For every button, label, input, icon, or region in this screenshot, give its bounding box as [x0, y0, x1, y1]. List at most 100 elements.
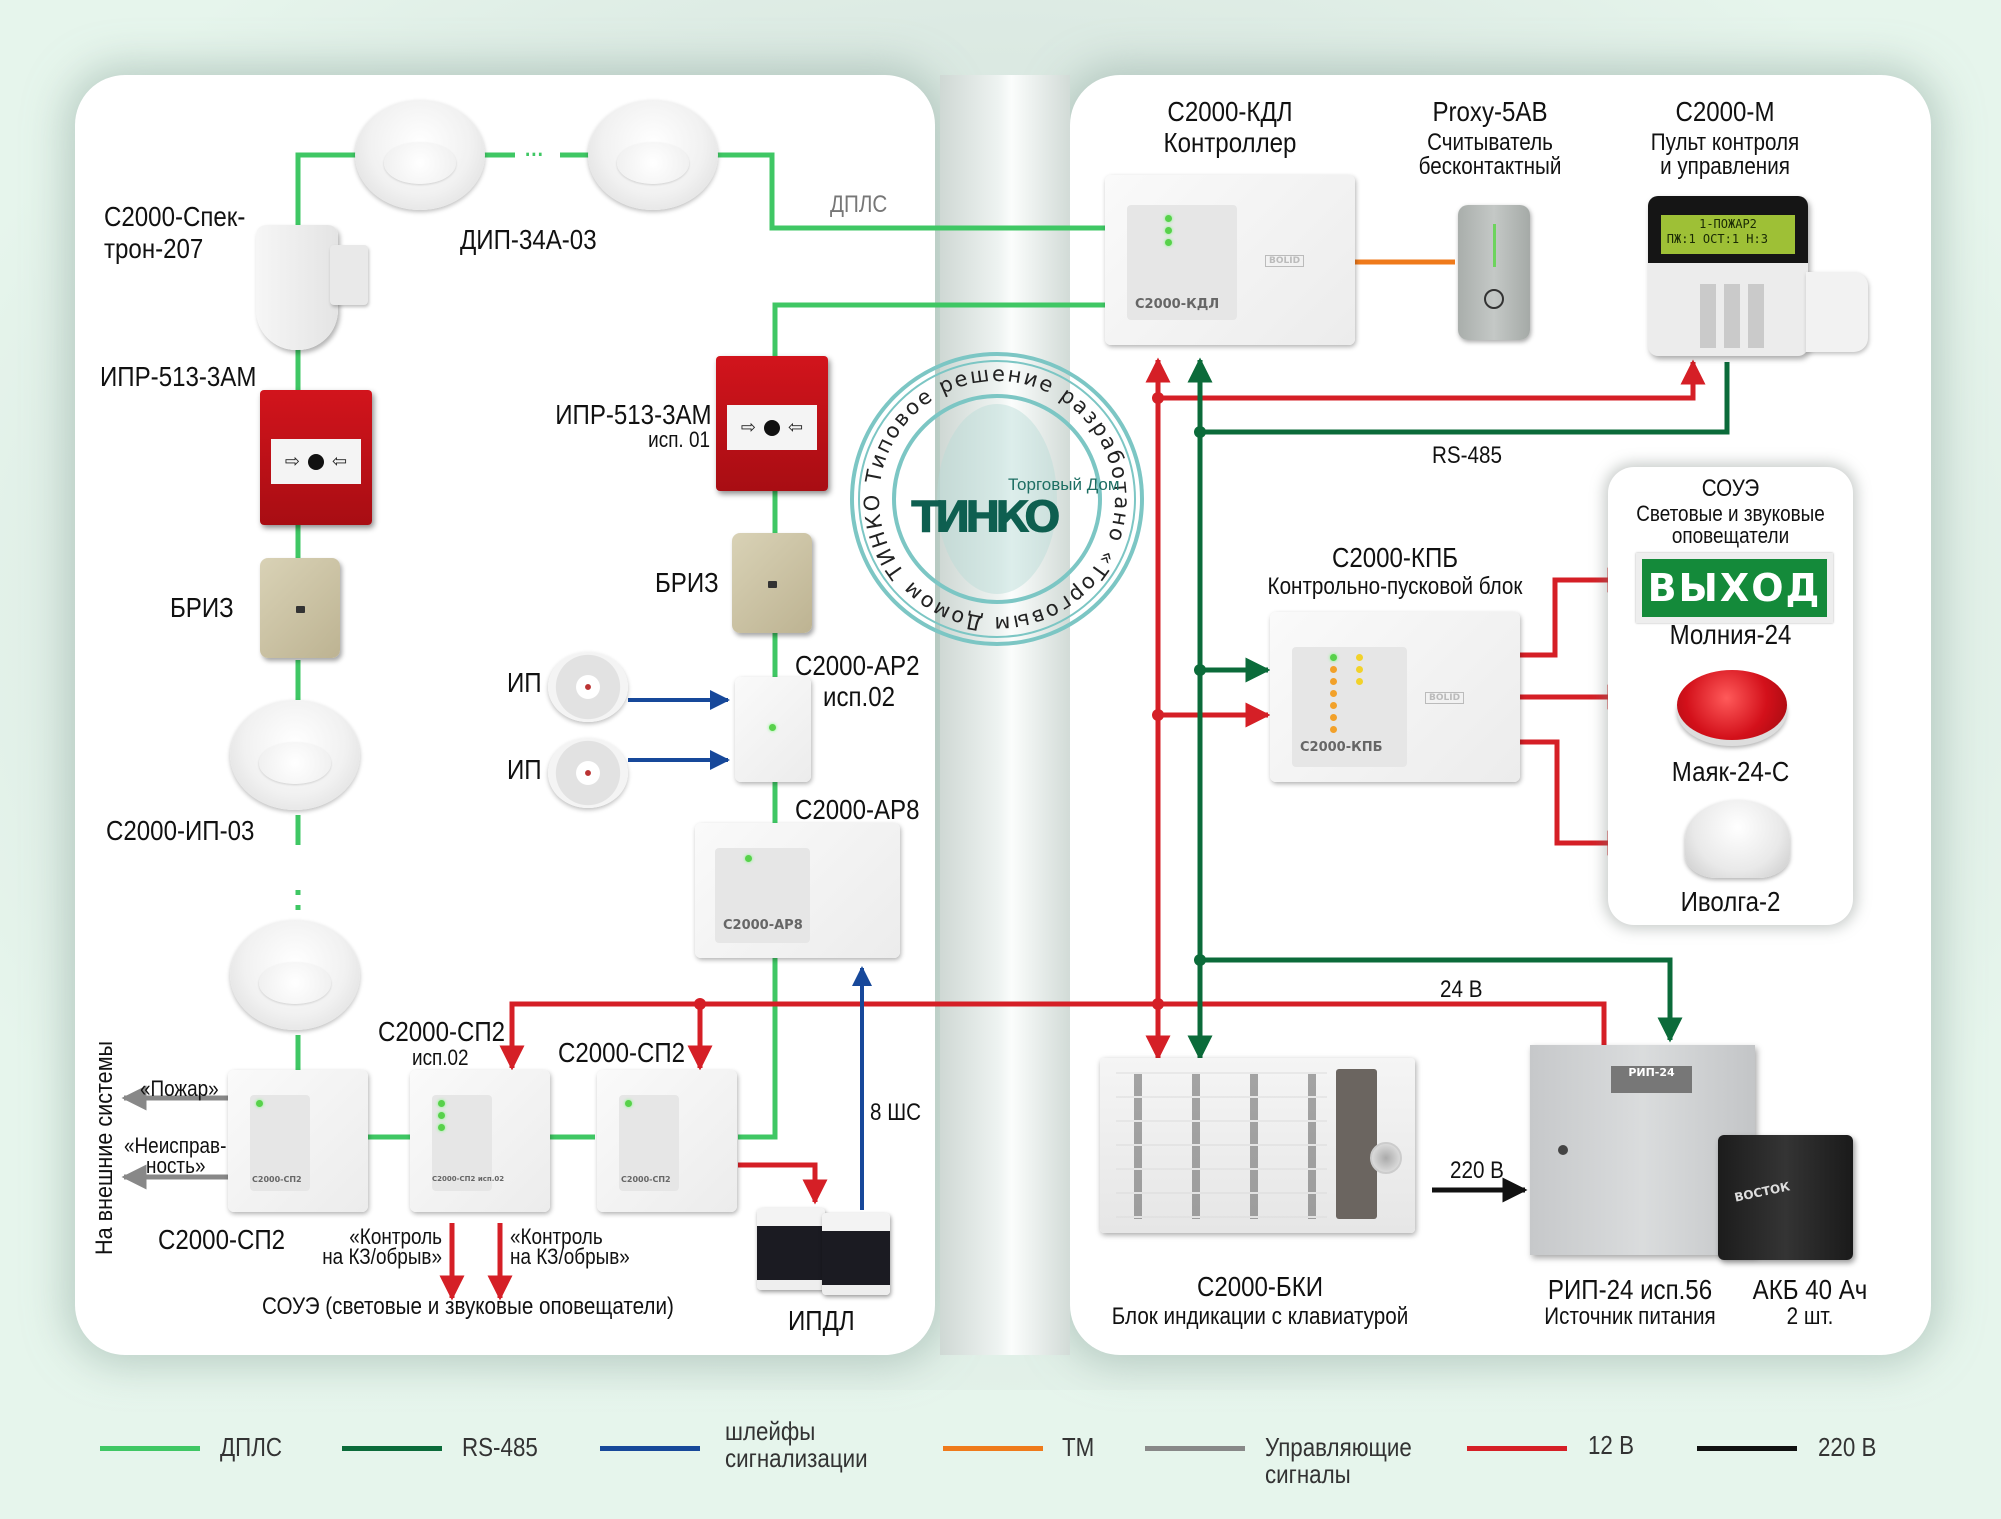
spectron-label-line2: трон-207: [104, 233, 204, 264]
spectron-207-detector: [256, 225, 338, 350]
m-lcd: 1-ПОЖАР2 ПЖ:1 ОСТ:1 Н:3: [1660, 215, 1796, 254]
ipr-513-3am-call-point-2: ⇨⇦: [716, 356, 828, 491]
stamp-outer-ring: [850, 352, 1144, 646]
v220-label: 220 В: [1450, 1157, 1504, 1184]
ipdl-detector-1: [757, 1208, 825, 1290]
ipr-2-label: ИПР-513-3АМ: [555, 399, 712, 430]
sp2-led: [625, 1100, 632, 1107]
ar8-face-label: С2000-АР8: [723, 918, 803, 933]
bki-title: С2000-БКИ: [1196, 1271, 1324, 1302]
kpb-led-3: [1330, 690, 1337, 697]
briz-led: [768, 581, 777, 588]
sp2-led: [256, 1100, 263, 1107]
legend-label-dpls: ДПЛС: [220, 1432, 283, 1462]
m-lcd-line1: 1-ПОЖАР2: [1699, 217, 1757, 232]
tinko-stamp: Типовое решение разработано «Торговым До…: [848, 350, 1144, 646]
briz-isolator-1: [260, 558, 340, 658]
legend-label-loops-1: шлейфы: [725, 1416, 816, 1446]
ip-heat-detector-a: [548, 652, 628, 722]
sp2-face: [250, 1095, 310, 1191]
akb-battery: ВОСТОК: [1718, 1135, 1853, 1260]
spectron-bracket: [330, 245, 368, 305]
button-dot-icon: [764, 419, 780, 436]
stamp-inner-ring: [892, 394, 1102, 604]
reader-ring-icon: [1483, 288, 1504, 309]
stamp-ornament: [937, 404, 1057, 594]
control-1-label-2: на КЗ/обрыв»: [322, 1244, 442, 1269]
legend-label-220v: 220 В: [1818, 1432, 1877, 1462]
ipdl-detector-2: [822, 1213, 890, 1295]
proxy-subtitle-2: бесконтактный: [1418, 153, 1562, 180]
control-2-label-1: «Контроль: [510, 1224, 603, 1249]
c2000-sp2-isp02-module: С2000-СП2 исп.02: [410, 1070, 550, 1212]
v12-wire-24v-bus: [509, 1001, 1607, 1062]
legend-swatch-220v: [1697, 1446, 1797, 1451]
kdl-title: С2000-КДЛ: [1167, 96, 1293, 127]
v12-junctions: [694, 392, 1164, 1010]
ip-heat-detector-b: [548, 738, 628, 808]
battery-brand: ВОСТОК: [1733, 1179, 1792, 1205]
c2000-ar8-module: С2000-АР8: [695, 823, 900, 958]
legend-label-loops-2: сигнализации: [725, 1443, 868, 1473]
fire-signal-label: «Пожар»: [140, 1076, 219, 1101]
kdl-face: [1127, 205, 1237, 320]
ipr-window: ⇨⇦: [727, 404, 817, 451]
fault-signal-label-2: ность»: [146, 1153, 206, 1178]
v24-label: 24 В: [1440, 976, 1483, 1003]
c2000-ip-03-detector-2: [230, 920, 360, 1030]
kpb-led-6: [1330, 726, 1337, 733]
fault-signal-label-1: «Неисправ-: [124, 1133, 227, 1158]
button-dot-icon: [308, 453, 324, 470]
control-lines: [121, 1085, 228, 1190]
sp2-led-1: [438, 1100, 445, 1107]
briz-2-label: БРИЗ: [655, 567, 719, 598]
legend-swatch-control: [1145, 1446, 1245, 1451]
ipr-2-sub: исп. 01: [648, 427, 710, 452]
c2000-bki-panel: [1100, 1058, 1415, 1233]
legend-swatch-12v: [1467, 1446, 1567, 1451]
arrow-left-icon: ⇦: [788, 417, 804, 438]
molnia-24-exit-sign: ВЫХОД: [1636, 553, 1833, 623]
mayak-24-s-beacon: [1677, 670, 1787, 740]
v12-wire-ipdl: [738, 1162, 828, 1205]
sp2-face-label: С2000-СП2 исп.02: [432, 1175, 505, 1183]
rip-title: РИП-24 исп.56: [1547, 1274, 1713, 1305]
kpb-subtitle: Контрольно-пусковой блок: [1267, 573, 1523, 600]
spectron-label-line1: С2000-Спек-: [104, 201, 246, 232]
legend-label-rs485: RS-485: [462, 1432, 538, 1462]
ipr-513-3am-call-point-1: ⇨⇦: [260, 390, 372, 525]
v12-wire-m: [1158, 359, 1706, 401]
soue-title: СОУЭ: [1701, 475, 1760, 502]
rs485-lines: [1187, 357, 1730, 1061]
proxy-title: Proxy-5AB: [1432, 96, 1548, 127]
kpb-led-mass: [1356, 666, 1363, 673]
kpb-led-work: [1330, 654, 1337, 661]
kpb-face-label: С2000-КПБ: [1300, 740, 1383, 755]
ar8-led: [745, 855, 752, 862]
sp2-c-label: С2000-СП2: [558, 1037, 686, 1068]
sp2-face-label: С2000-СП2: [252, 1175, 302, 1184]
v12-wire-exit: [1520, 567, 1633, 658]
molnia-24-label: Молния-24: [1669, 619, 1792, 650]
kpb-led-5: [1330, 714, 1337, 721]
control-1-label-1: «Контроль: [349, 1224, 442, 1249]
arrow-left-icon: ⇦: [332, 451, 348, 472]
kdl-led-rs485: [1165, 227, 1172, 234]
dpls-lines: [295, 152, 1105, 1140]
arrow-right-icon: ⇨: [284, 451, 300, 472]
legend-swatch-tm: [943, 1446, 1043, 1451]
briz-1-label: БРИЗ: [170, 592, 234, 623]
stamp-ring-2: [858, 360, 1136, 638]
kdl-subtitle: Контроллер: [1163, 127, 1297, 158]
kpb-led-pressure: [1356, 678, 1363, 685]
stamp-logo-small: Торговый Дом: [1008, 475, 1120, 494]
ar8-face: [715, 848, 810, 943]
kdl-led-work: [1165, 215, 1172, 222]
kdl-led-line: [1165, 239, 1172, 246]
c2000-sp2-module-a: С2000-СП2: [228, 1070, 368, 1212]
sp2-face: [432, 1095, 492, 1191]
ar2-sub: исп.02: [823, 681, 896, 712]
kpb-led-1: [1330, 666, 1337, 673]
akb-title: АКБ 40 Ач: [1752, 1274, 1868, 1305]
legend-swatch-rs485: [342, 1446, 442, 1451]
